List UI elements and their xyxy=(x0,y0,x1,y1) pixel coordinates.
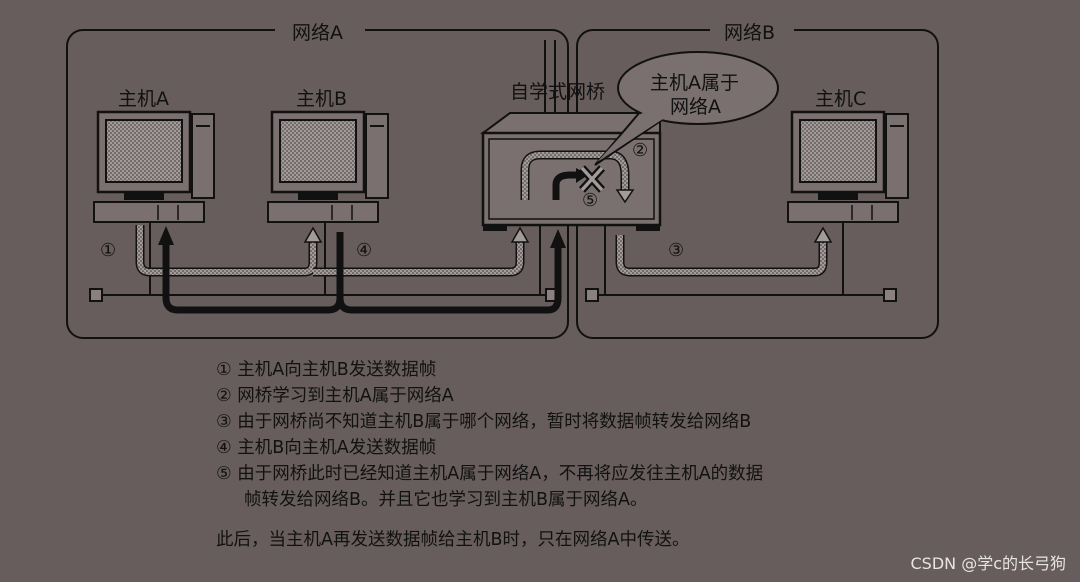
speech-bubble xyxy=(594,51,779,166)
gray-frame-path xyxy=(135,225,833,277)
watermark: CSDN @学c的长弓狗 xyxy=(910,554,1066,573)
step-item: ③ 由于网桥尚不知道主机B属于哪个网络，暂时将数据帧转发给网络B xyxy=(216,412,752,432)
host-b-computer xyxy=(266,110,390,224)
host-c-label: 主机C xyxy=(815,88,867,110)
host-a-computer xyxy=(92,110,216,224)
network-b-label: 网络B xyxy=(724,22,776,44)
bubble-text-1: 主机A属于 xyxy=(650,72,739,94)
conclusion: 此后，当主机A再发送数据帧给主机B时，只在网络A中传送。 xyxy=(216,530,690,550)
marker-5: ⑤ xyxy=(582,190,599,211)
bridge-label: 自学式网桥 xyxy=(510,81,606,103)
step-item: 帧转发给网络B。并且它也学习到主机B属于网络A。 xyxy=(244,490,648,510)
black-frame-path xyxy=(158,226,566,314)
host-a-label: 主机A xyxy=(118,88,169,110)
marker-1: ① xyxy=(100,240,117,261)
step-item: ② 网桥学习到主机A属于网络A xyxy=(216,386,454,406)
marker-4: ④ xyxy=(356,240,373,261)
step-item: ⑤ 由于网桥此时已经知道主机A属于网络A，不再将应发往主机A的数据 xyxy=(216,464,764,484)
bridge-device xyxy=(479,112,662,231)
step-list: ① 主机A向主机B发送数据帧 ② 网桥学习到主机A属于网络A ③ 由于网桥尚不知… xyxy=(216,357,763,553)
step-item: ① 主机A向主机B发送数据帧 xyxy=(216,360,437,380)
host-b-label: 主机B xyxy=(296,88,348,110)
marker-3: ③ xyxy=(668,240,685,261)
bubble-text-2: 网络A xyxy=(670,96,721,118)
host-c-computer xyxy=(786,110,910,224)
network-a-label: 网络A xyxy=(292,22,343,44)
step-item: ④ 主机B向主机A发送数据帧 xyxy=(216,438,437,458)
marker-2: ② xyxy=(632,140,649,161)
